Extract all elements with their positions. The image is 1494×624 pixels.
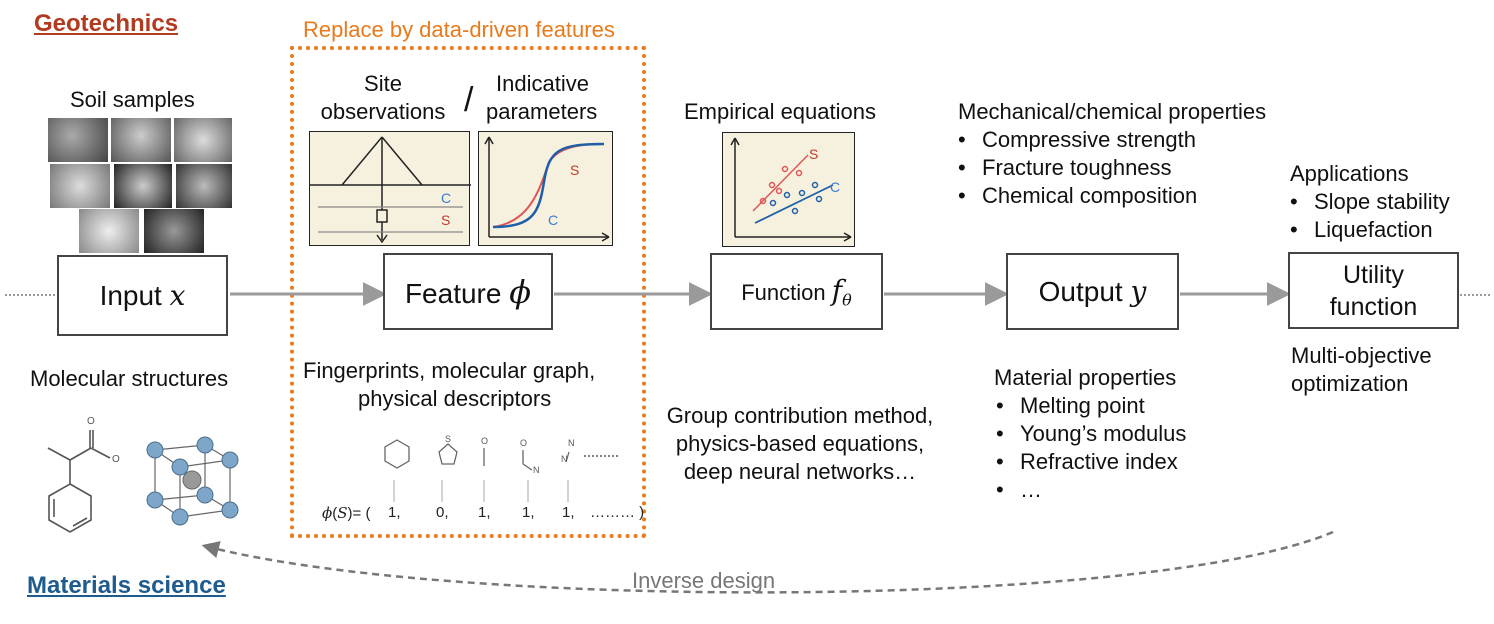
material-properties-list: Melting point Young’s modulus Refractive… bbox=[994, 392, 1186, 504]
curve-c-label: C bbox=[548, 212, 559, 228]
oxygen-atom-label: O bbox=[520, 438, 527, 448]
empirical-equations-label: Empirical equations bbox=[684, 99, 876, 124]
mech-chem-properties-title: Mechanical/chemical properties bbox=[958, 99, 1267, 124]
empirical-equations-panel: S C bbox=[722, 132, 855, 247]
inverse-design-arrow bbox=[201, 530, 1334, 594]
fingerprints-label: Fingerprints, molecular graph, physical … bbox=[303, 358, 596, 411]
inverse-design-label: Inverse design bbox=[632, 568, 776, 593]
sulfur-atom-label: S bbox=[445, 434, 451, 444]
oxygen-atom-label: O bbox=[112, 454, 120, 465]
crystal-structure-image bbox=[146, 436, 239, 526]
list-item: Refractive index bbox=[994, 448, 1186, 476]
soil-micrograph bbox=[114, 164, 172, 208]
fingerprint-vector: ϕ(S)= ( 1, 0, 1, 1, 1, ……… ) bbox=[322, 504, 645, 522]
vector-phi: ϕ bbox=[322, 504, 333, 522]
list-item: Liquefaction bbox=[1288, 216, 1450, 244]
scatter-fit-plot bbox=[730, 137, 852, 242]
slash-separator: / bbox=[464, 81, 474, 119]
oxygen-atom-label: O bbox=[481, 436, 488, 446]
vector-arg: S bbox=[337, 504, 348, 522]
site-observation-panel: C S bbox=[309, 131, 471, 246]
soil-micrograph bbox=[111, 118, 171, 162]
vector-value: 0, bbox=[436, 504, 449, 521]
fingerprint-fragments: S O O N N N bbox=[384, 434, 618, 502]
layer-s-label: S bbox=[441, 212, 451, 228]
nitrogen-atom-label: N bbox=[568, 438, 575, 448]
soil-samples-label: Soil samples bbox=[70, 87, 195, 112]
site-observations-label: Site observations bbox=[320, 71, 446, 124]
output-box: Output y bbox=[1006, 253, 1179, 330]
layer-c-label: C bbox=[441, 190, 452, 206]
curve-s-label: S bbox=[570, 162, 580, 178]
thiophene-fragment-icon bbox=[438, 443, 458, 465]
applications-list: Slope stability Liquefaction bbox=[1288, 188, 1450, 244]
s-curve-plot bbox=[484, 136, 610, 242]
oxygen-atom-label: O bbox=[87, 416, 95, 427]
list-item: Chemical composition bbox=[956, 182, 1197, 210]
cone-test-sketch bbox=[310, 136, 471, 244]
benzene-fragment-icon bbox=[384, 439, 410, 469]
feature-box: Feature ϕ bbox=[383, 253, 553, 330]
function-box: Function fθ bbox=[710, 253, 883, 330]
mech-chem-properties-list: Compressive strength Fracture toughness … bbox=[956, 126, 1197, 210]
soil-micrograph bbox=[50, 164, 110, 208]
list-item: Slope stability bbox=[1288, 188, 1450, 216]
soil-micrograph bbox=[176, 164, 232, 208]
replace-label: Replace by data-driven features bbox=[303, 17, 615, 42]
input-box: Input x bbox=[57, 255, 228, 336]
nitrogen-atom-label: N bbox=[533, 465, 540, 475]
indicative-parameters-panel: S C bbox=[478, 131, 613, 246]
applications-title: Applications bbox=[1290, 161, 1409, 186]
material-properties-title: Material properties bbox=[994, 365, 1177, 390]
vector-tail: ……… ) bbox=[590, 504, 645, 521]
vector-value: 1, bbox=[522, 504, 535, 521]
molecule-skeletal-image: O O bbox=[47, 416, 120, 533]
list-item: Melting point bbox=[994, 392, 1186, 420]
list-item: Compressive strength bbox=[956, 126, 1197, 154]
list-item: Fracture toughness bbox=[956, 154, 1197, 182]
fit-c-label: C bbox=[830, 179, 841, 195]
vector-open: = ( bbox=[352, 505, 371, 522]
azo-fragment-icon bbox=[565, 451, 570, 463]
utility-function-box: Utility function bbox=[1288, 252, 1459, 329]
soil-samples-image bbox=[48, 118, 234, 253]
vector-value: 1, bbox=[562, 504, 575, 521]
group-contribution-label: Group contribution method, physics-based… bbox=[666, 403, 934, 484]
multi-objective-label: Multi-objective optimization bbox=[1291, 343, 1432, 396]
list-item: Young’s modulus bbox=[994, 420, 1186, 448]
geotechnics-heading: Geotechnics bbox=[34, 10, 179, 37]
list-item: … bbox=[994, 476, 1186, 504]
soil-micrograph bbox=[144, 209, 204, 253]
indicative-parameters-label: Indicative parameters bbox=[486, 71, 598, 124]
data-driven-feature-region bbox=[290, 46, 646, 538]
vector-value: 1, bbox=[478, 504, 491, 521]
nitrogen-atom-label: N bbox=[561, 454, 568, 464]
soil-micrograph bbox=[48, 118, 108, 162]
soil-micrograph bbox=[174, 118, 232, 162]
molecular-structures-label: Molecular structures bbox=[30, 366, 229, 391]
vector-value: 1, bbox=[388, 504, 401, 521]
materials-science-heading: Materials science bbox=[27, 572, 226, 599]
soil-micrograph bbox=[79, 209, 139, 253]
fit-s-label: S bbox=[809, 146, 819, 162]
